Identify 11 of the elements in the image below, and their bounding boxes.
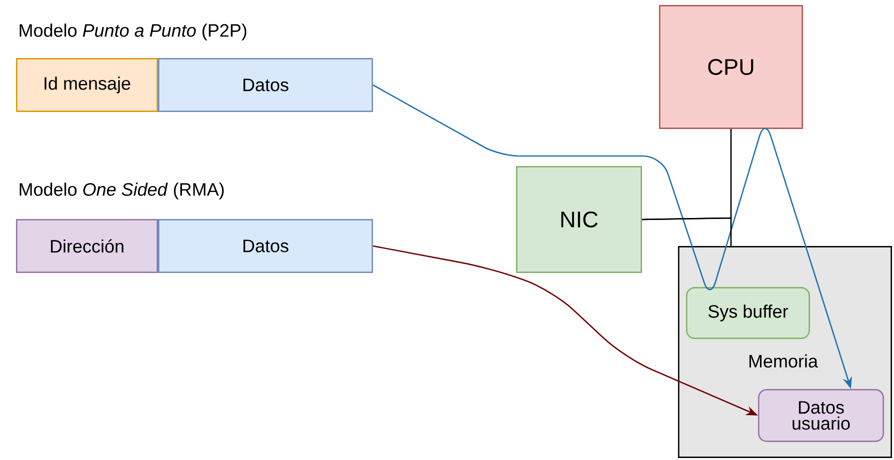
data-box: Datos usuario — [758, 388, 884, 442]
buffer-box: Sys buffer — [686, 287, 810, 339]
nic-box: NIC — [516, 166, 642, 273]
heading: Modelo One Sided (RMA) — [20, 182, 224, 200]
field-box: Id mensaje — [16, 58, 158, 112]
connector-line — [642, 217, 732, 246]
cpu-box: CPU — [659, 5, 803, 129]
field-box: Datos — [158, 58, 373, 112]
field-box: Datos — [158, 219, 373, 273]
field-box: Dirección — [16, 219, 158, 273]
heading: Modelo Punto a Punto (P2P) — [20, 24, 246, 40]
